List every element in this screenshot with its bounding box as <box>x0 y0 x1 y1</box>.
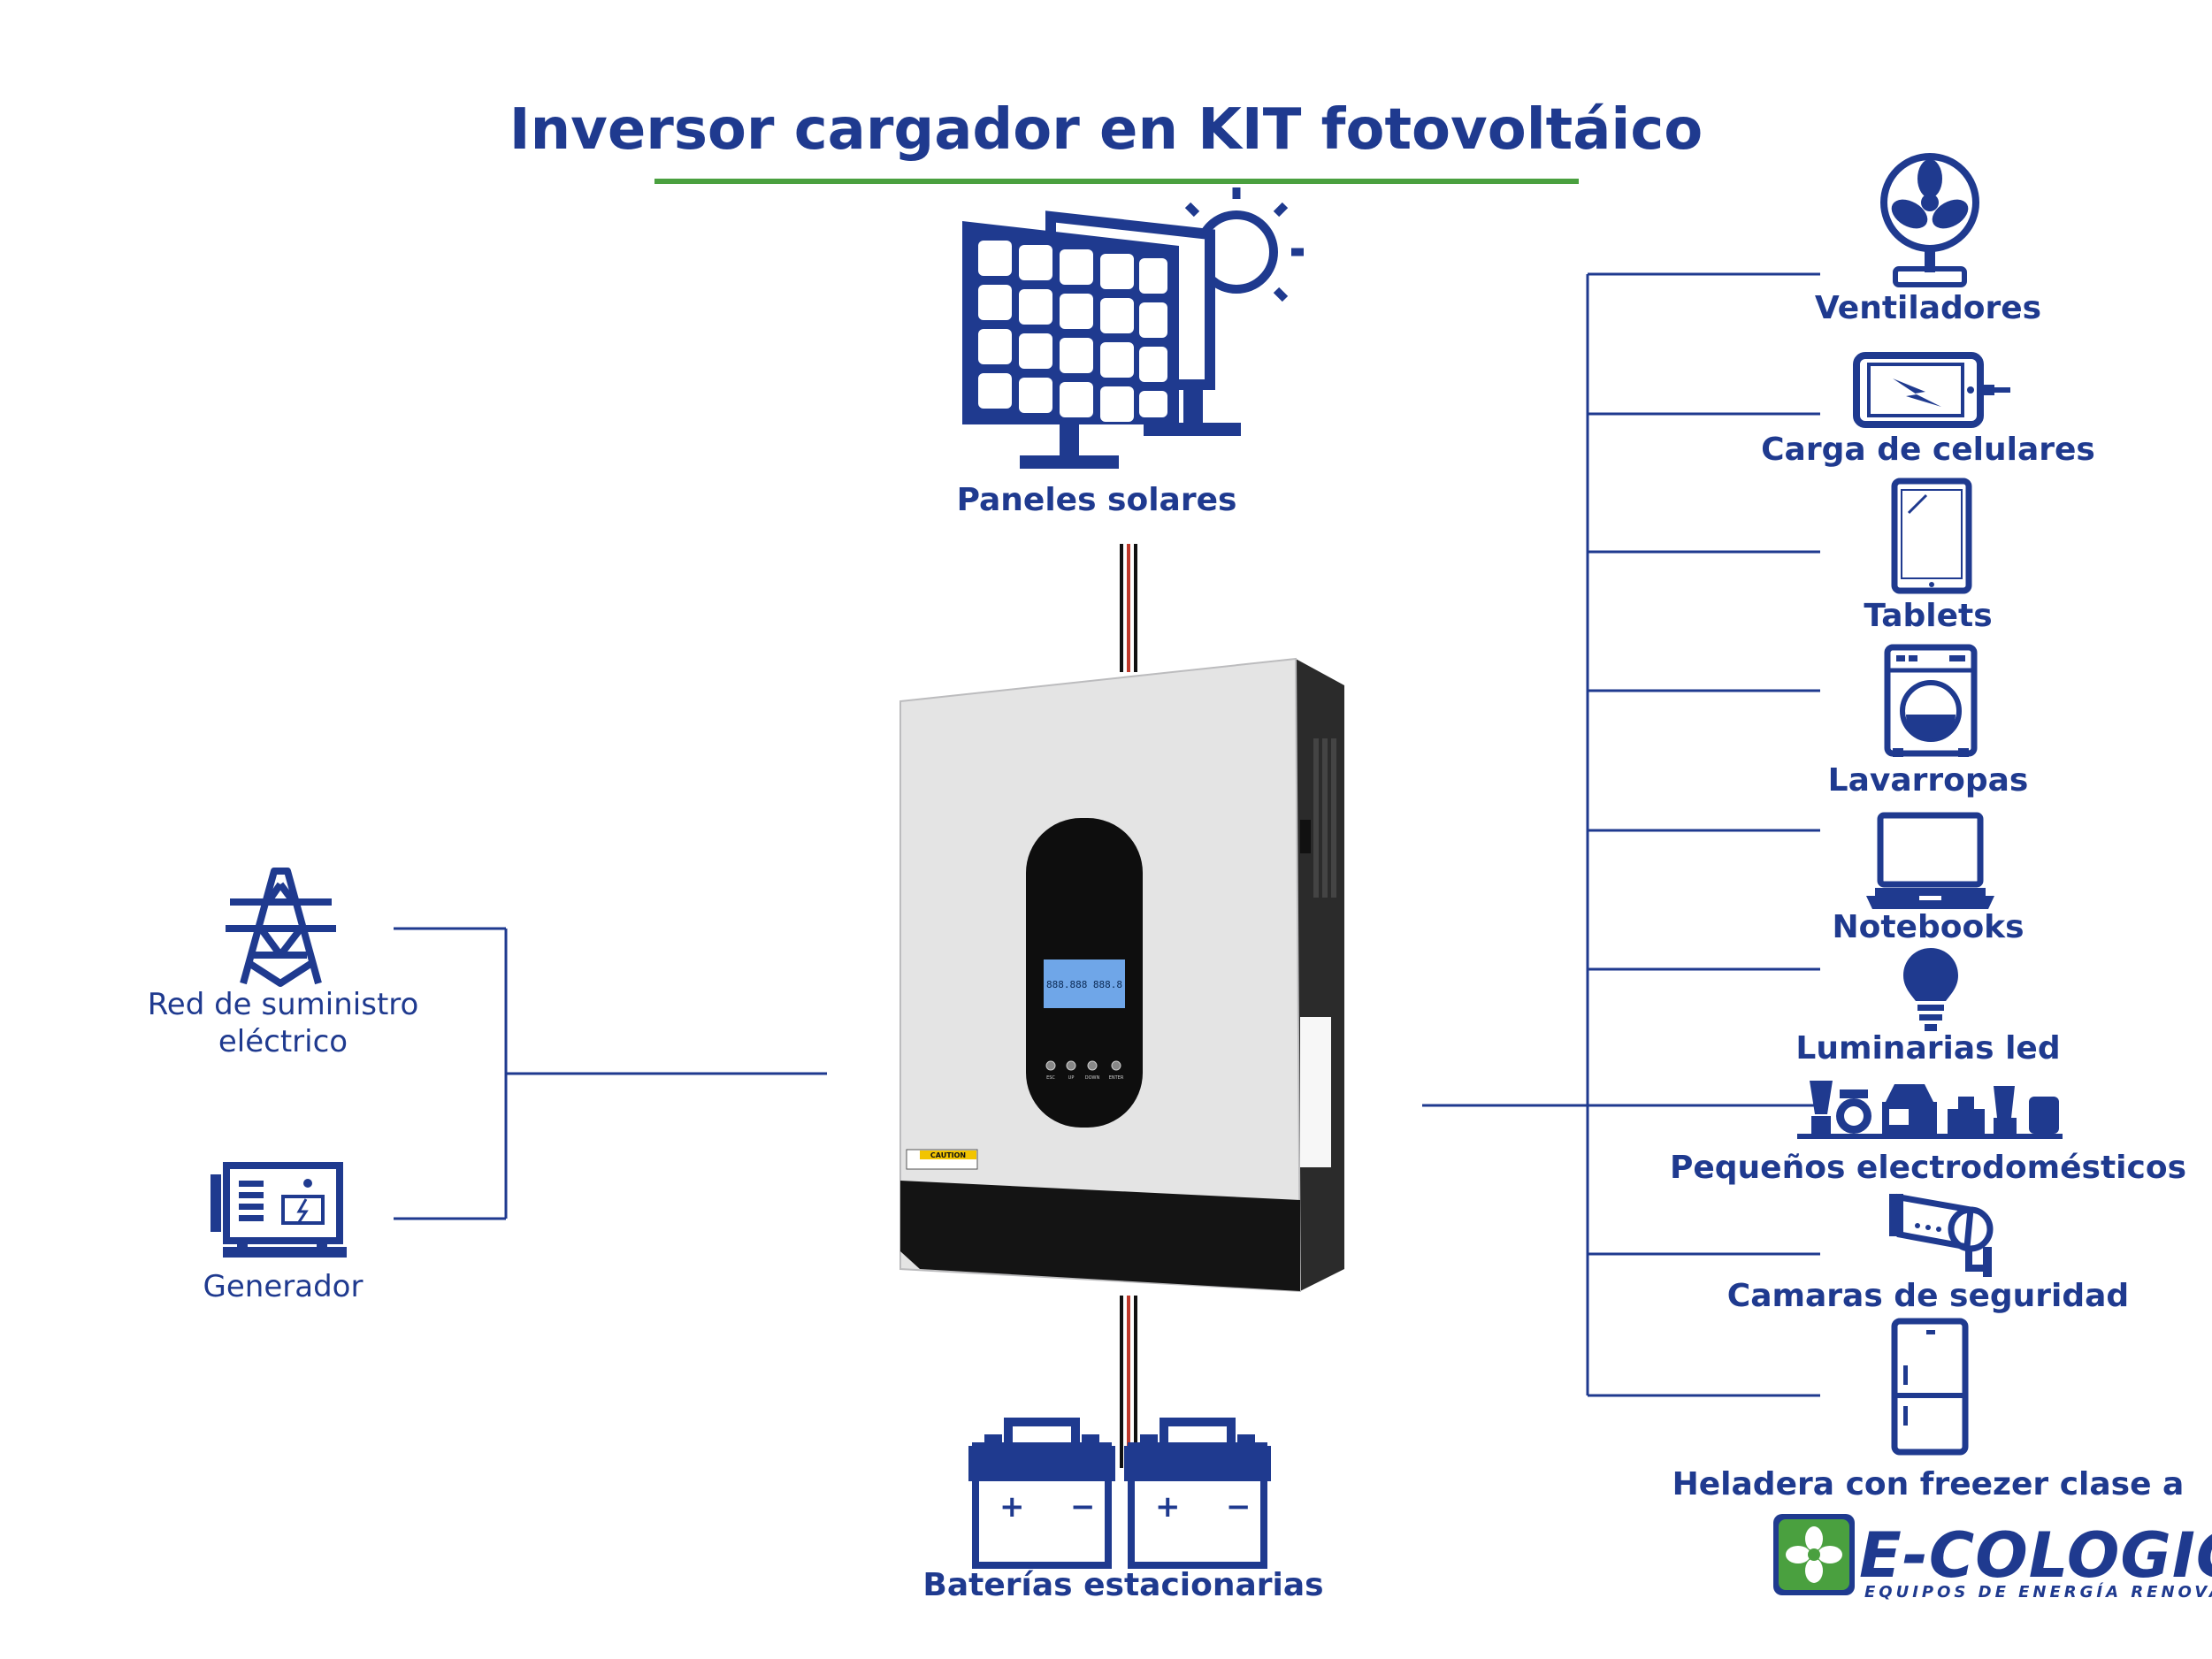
inverter-button-enter: ENTER <box>1109 1075 1124 1081</box>
lightbulb-icon <box>1903 948 1958 1031</box>
batteries-label: Baterías estacionarias <box>922 1567 1324 1603</box>
title-underline <box>654 179 1579 184</box>
e-cologica-logo-icon <box>1773 1514 1855 1595</box>
generator-label: Generador <box>203 1269 364 1304</box>
laptop-icon <box>1866 812 1994 909</box>
tablet-icon <box>1891 478 1972 594</box>
inverter-button-up: UP <box>1068 1075 1075 1081</box>
load-label-phone-charging: Carga de celulares <box>1761 432 2095 468</box>
load-label-fridge: Heladera con freezer clase a <box>1672 1466 2185 1502</box>
load-label-security-cameras: Camaras de seguridad <box>1726 1278 2130 1314</box>
battery-icon: + − + − <box>968 1418 1271 1569</box>
svg-text:−: − <box>1070 1489 1096 1525</box>
phone-charging-icon <box>1853 352 2010 428</box>
fridge-icon <box>1891 1318 1969 1456</box>
power-tower-icon <box>226 868 336 987</box>
solar-panels-label: Paneles solares <box>956 482 1237 518</box>
grid-label: Red de suministro eléctrico <box>147 987 419 1059</box>
washing-machine-icon <box>1884 644 1978 757</box>
load-label-led-lighting: Luminarias led <box>1795 1030 2061 1066</box>
caution-label: CAUTION <box>930 1151 966 1159</box>
load-label-small-appliances: Pequeños electrodomésticos <box>1669 1150 2187 1186</box>
load-label-tablets: Tablets <box>1864 598 1993 634</box>
lcd-readout: 888.888 888.8 <box>1046 979 1122 990</box>
generator-icon <box>210 1162 347 1258</box>
svg-text:+: + <box>999 1489 1025 1525</box>
svg-text:−: − <box>1226 1489 1251 1525</box>
solar-panels-icon <box>962 187 1304 469</box>
security-camera-icon <box>1889 1193 1994 1277</box>
logo-tagline: EQUIPOS DE ENERGÍA RENOVABLE <box>1864 1583 2212 1602</box>
fan-icon <box>1880 153 1979 287</box>
page-title: Inversor cargador en KIT fotovoltáico <box>509 97 1703 163</box>
load-label-notebooks: Notebooks <box>1832 909 2024 945</box>
inverter-device: 888.888 888.8 ESC UP DOWN ENTER CAUTION <box>899 657 1344 1293</box>
small-appliances-icon <box>1797 1081 2063 1139</box>
inverter-button-down: DOWN <box>1085 1075 1100 1081</box>
svg-text:+: + <box>1155 1489 1181 1525</box>
inverter-button-esc: ESC <box>1046 1075 1055 1081</box>
dc-cables <box>1120 544 1137 1468</box>
logo-name: E-COLOGICA <box>1859 1519 2212 1592</box>
load-label-fans: Ventiladores <box>1814 290 2042 326</box>
load-label-washing-machines: Lavarropas <box>1827 762 2029 799</box>
